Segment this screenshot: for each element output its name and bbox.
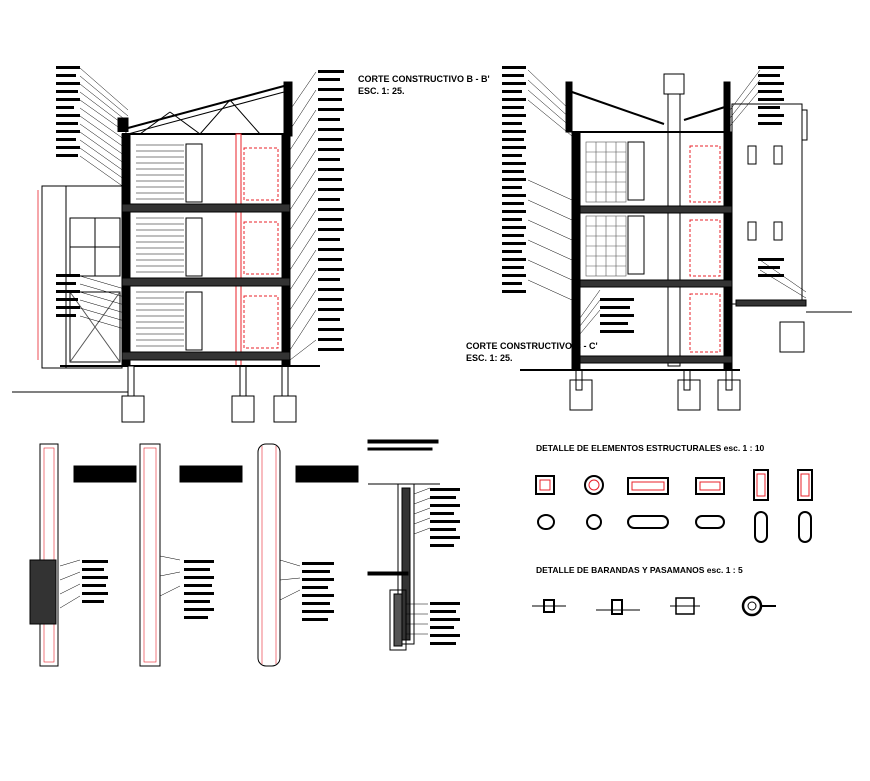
wall-detail-2 — [139, 443, 243, 667]
wall-detail-3 — [257, 443, 359, 667]
structural-details-title: DETALLE DE ELEMENTOS ESTRUCTURALES esc. … — [536, 443, 765, 453]
railing-elements — [532, 595, 776, 617]
section-cc-scale: ESC. 1: 25. — [466, 353, 513, 363]
slab-detail — [367, 439, 440, 651]
section-bb-drawing — [12, 67, 320, 423]
structural-elements — [535, 469, 813, 543]
section-cc-notes — [502, 66, 784, 333]
section-bb-title: CORTE CONSTRUCTIVO B - B' — [358, 74, 490, 84]
railing-details-title: DETALLE DE BARANDAS Y PASAMANOS esc. 1 :… — [536, 565, 743, 575]
wall-detail-notes — [82, 560, 334, 621]
section-cc-title: CORTE CONSTRUCTIVO C - C' — [466, 341, 598, 351]
wall-detail-1 — [29, 443, 137, 667]
section-bb-scale: ESC. 1: 25. — [358, 86, 405, 96]
section-cc-drawing — [520, 69, 852, 411]
section-bb-notes — [56, 66, 344, 351]
slab-detail-notes — [430, 488, 460, 645]
